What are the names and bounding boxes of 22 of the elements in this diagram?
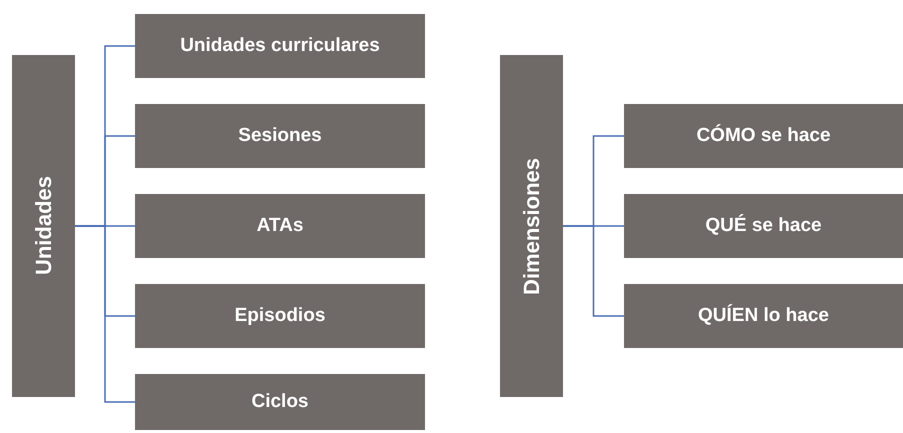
category-box: [500, 55, 563, 397]
box-label: CÓMO se hace: [696, 125, 831, 147]
item-box: [135, 194, 425, 258]
item-box: [135, 374, 425, 430]
box-label: Unidades curriculares: [180, 35, 380, 57]
item-box: [624, 104, 903, 168]
item-box: [135, 284, 425, 348]
item-box: [624, 284, 903, 348]
item-box: [135, 104, 425, 168]
box-label: QUÉ se hace: [705, 215, 822, 237]
box-label: Dimensiones: [518, 158, 544, 294]
item-box: [135, 14, 425, 78]
box-label: Episodios: [234, 305, 326, 327]
box-label: QUÍEN lo hace: [698, 305, 829, 327]
box-label: Sesiones: [238, 125, 322, 147]
item-box: [624, 194, 903, 258]
category-box: [12, 55, 75, 397]
connector-line: [563, 225, 624, 317]
box-label: ATAs: [256, 215, 304, 237]
box-label: Unidades: [30, 176, 56, 276]
connector-line: [75, 225, 135, 403]
box-label: Ciclos: [251, 391, 309, 413]
